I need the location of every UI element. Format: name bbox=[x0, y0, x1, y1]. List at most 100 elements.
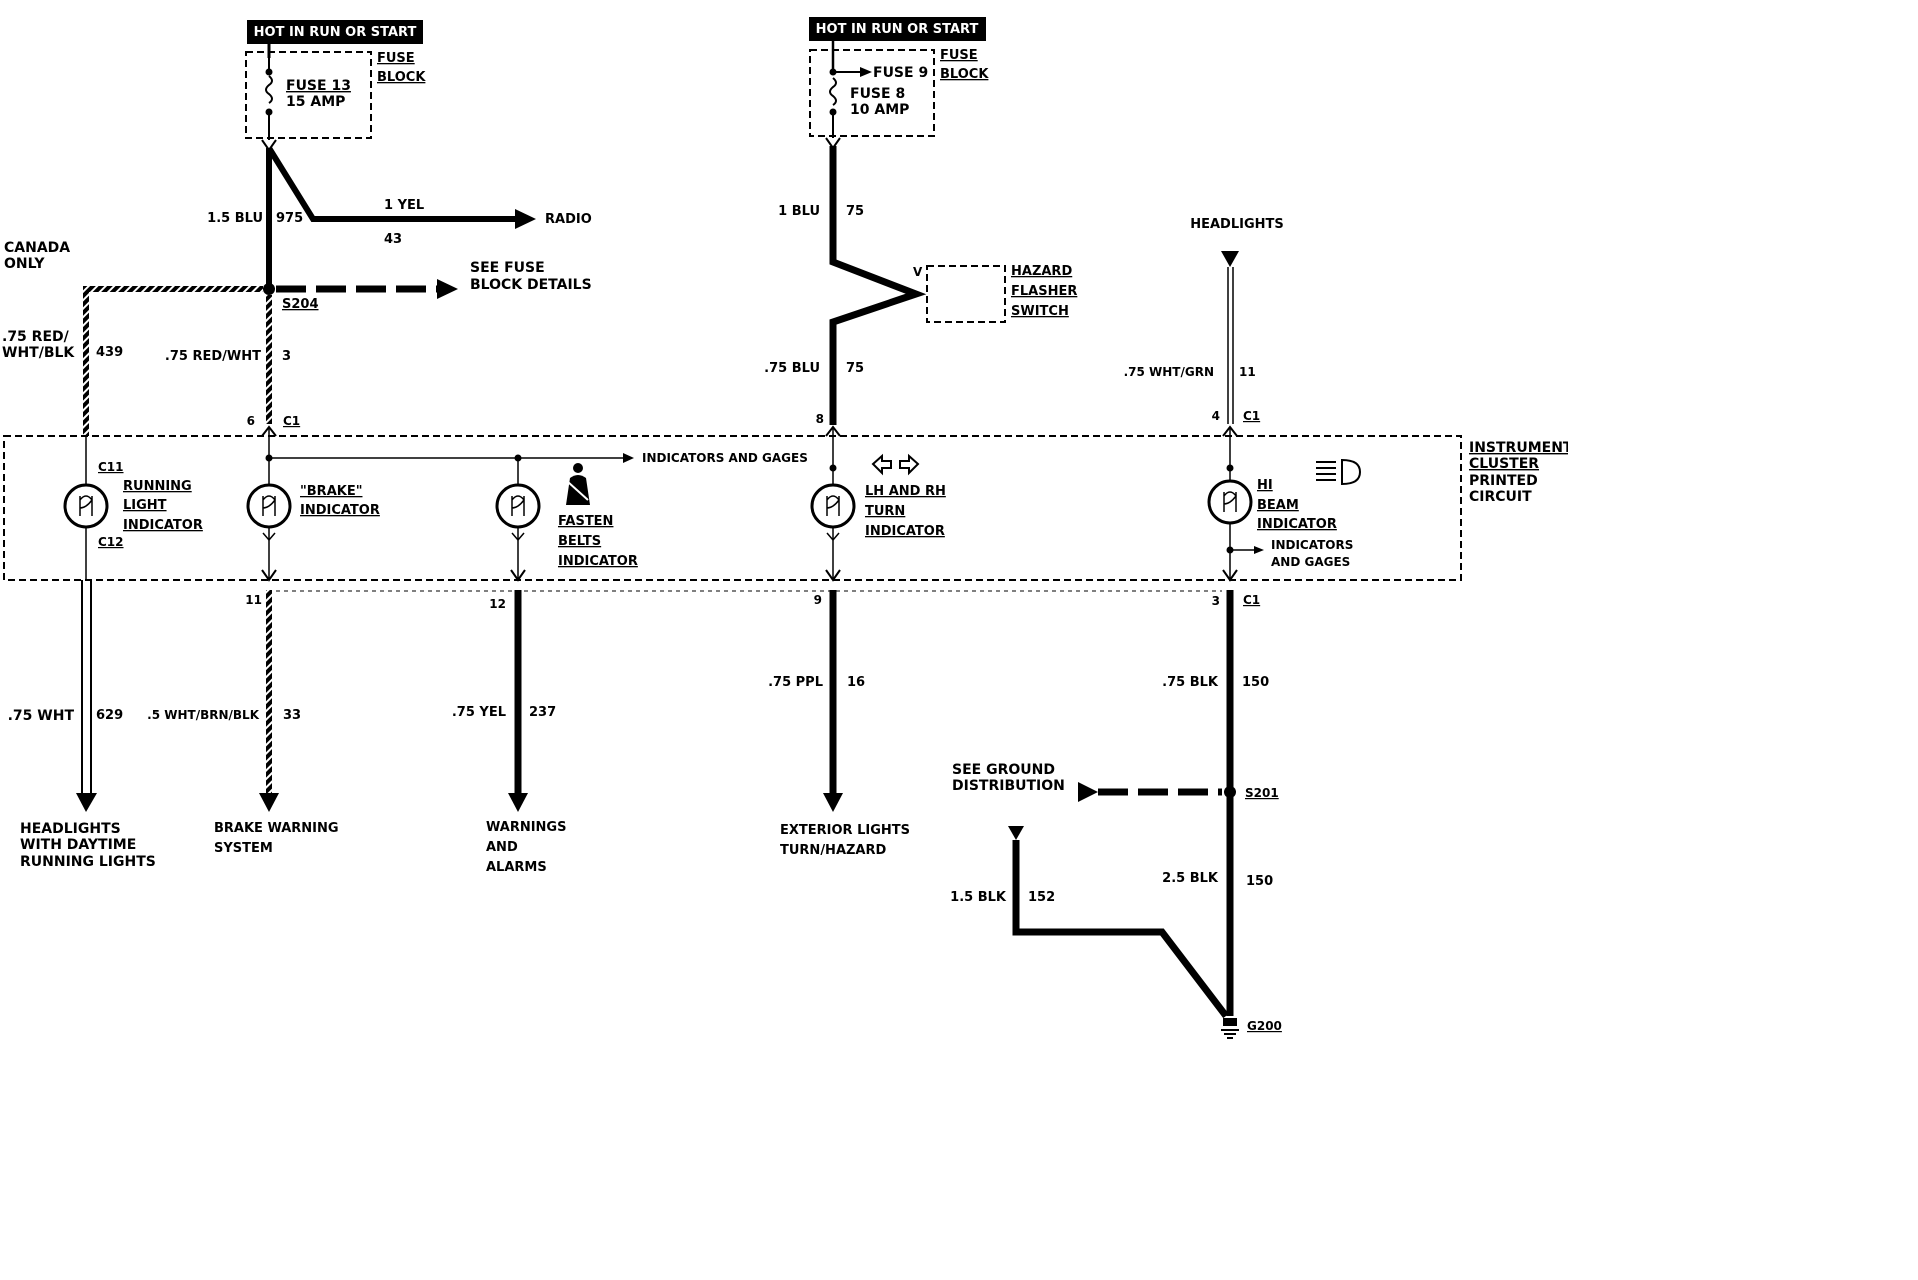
wire-33-circuit: 33 bbox=[283, 708, 301, 723]
running-light-label-3: INDICATOR bbox=[123, 518, 203, 533]
fasten-label-3: INDICATOR bbox=[558, 554, 638, 569]
cluster-title-2: CLUSTER bbox=[1469, 456, 1539, 472]
hot-in-run-label-1: HOT IN RUN OR START bbox=[254, 25, 417, 40]
hazard-flasher-box bbox=[926, 265, 1006, 323]
wire-150b-circuit: 150 bbox=[1246, 874, 1273, 889]
hot-in-run-label-2: HOT IN RUN OR START bbox=[816, 22, 979, 37]
wire-43-circuit: 43 bbox=[384, 232, 402, 247]
fuse-13-amps: 15 AMP bbox=[286, 94, 345, 110]
indicators-gages-label: INDICATORS AND GAGES bbox=[642, 451, 808, 465]
s201-label: S201 bbox=[1245, 786, 1279, 800]
see-fuse-label-1: SEE FUSE bbox=[470, 260, 545, 276]
wire-3-gauge: .75 RED/WHT bbox=[165, 349, 261, 364]
wiring-diagram: HOT IN RUN OR START FUSE 13 15 AMP FUSE … bbox=[2, 17, 1568, 1039]
hazard-pin-v: V bbox=[913, 265, 923, 279]
wire-629-circuit: 629 bbox=[96, 708, 123, 723]
fuse-9-label: FUSE 9 bbox=[873, 65, 928, 81]
see-ground-arrow-icon bbox=[1078, 782, 1098, 802]
wire-439-gauge-1: .75 RED/ bbox=[2, 329, 70, 345]
cluster-title-3: PRINTED bbox=[1469, 473, 1538, 489]
fasten-label-2: BELTS bbox=[558, 534, 601, 549]
dest-warnings-3: ALARMS bbox=[486, 860, 547, 875]
see-ground-label-1: SEE GROUND bbox=[952, 762, 1055, 778]
seat-belt-icon bbox=[566, 463, 590, 505]
c1-label-1: C1 bbox=[283, 414, 300, 428]
instrument-cluster-box bbox=[3, 435, 1462, 581]
turn-label-2: TURN bbox=[865, 504, 905, 519]
brake-label-2: INDICATOR bbox=[300, 503, 380, 518]
fuse-block-box-2 bbox=[809, 49, 935, 137]
exterior-lights-arrow-icon bbox=[823, 793, 843, 812]
dest-headlights-3: RUNNING LIGHTS bbox=[20, 854, 156, 870]
wire-16-circuit: 16 bbox=[847, 675, 865, 690]
c1-label-2: C1 bbox=[1243, 409, 1260, 423]
wire-75b-circuit: 75 bbox=[846, 361, 864, 376]
wire-75a-circuit: 75 bbox=[846, 204, 864, 219]
circuit-11-wire: HEADLIGHTS .75 WHT/GRN 11 4 C1 bbox=[1124, 217, 1284, 424]
wire-237-circuit: 237 bbox=[529, 705, 556, 720]
wire-237-gauge: .75 YEL bbox=[452, 705, 506, 720]
c11-label: C11 bbox=[98, 460, 124, 474]
pin-3-label: 3 bbox=[1212, 594, 1220, 608]
turn-indicator: LH AND RH TURN INDICATOR bbox=[810, 425, 946, 582]
canada-only-label-2: ONLY bbox=[4, 256, 45, 272]
fuse-9-arrow-icon bbox=[860, 67, 872, 77]
fuse-8-amps: 10 AMP bbox=[850, 102, 909, 118]
hi-beam-label-1: HI bbox=[1257, 478, 1273, 493]
headlights-arrow-icon bbox=[76, 793, 97, 812]
ground-in-arrow-icon bbox=[1008, 826, 1024, 840]
hi-beam-label-3: INDICATOR bbox=[1257, 517, 1337, 532]
headlights-in-arrow-icon bbox=[1221, 251, 1239, 267]
turn-label-3: INDICATOR bbox=[865, 524, 945, 539]
turn-arrows-icon bbox=[871, 453, 920, 476]
hot-in-run-banner-2 bbox=[809, 17, 986, 41]
pin-6-label: 6 bbox=[247, 414, 255, 428]
pin-11-label: 11 bbox=[245, 593, 262, 607]
running-light-label-2: LIGHT bbox=[123, 498, 167, 513]
c12-label: C12 bbox=[98, 535, 124, 549]
fuse-block-label-1a: FUSE bbox=[377, 51, 415, 66]
wire-16-gauge: .75 PPL bbox=[768, 675, 823, 690]
canada-only-label-1: CANADA bbox=[4, 240, 70, 256]
power-source-2: HOT IN RUN OR START FUSE 9 FUSE 8 10 AMP… bbox=[809, 17, 989, 138]
wire-75a-gauge: 1 BLU bbox=[778, 204, 820, 219]
warnings-arrow-icon bbox=[508, 793, 528, 812]
pin-12-label: 12 bbox=[489, 597, 506, 611]
headlamp-icon bbox=[1316, 458, 1362, 486]
hi-beam-indicator: HI BEAM INDICATOR INDICATORS AND GAGES bbox=[1207, 425, 1362, 582]
hi-beam-gages-1: INDICATORS bbox=[1271, 538, 1353, 552]
dest-brake-2: SYSTEM bbox=[214, 841, 273, 856]
radio-arrow-icon bbox=[515, 209, 536, 229]
hi-beam-gages-2: AND GAGES bbox=[1271, 555, 1350, 569]
turn-label-1: LH AND RH bbox=[865, 484, 946, 499]
wire-150a-circuit: 150 bbox=[1242, 675, 1269, 690]
wire-11-circuit: 11 bbox=[1239, 365, 1256, 379]
wire-150b-gauge: 2.5 BLK bbox=[1162, 871, 1219, 886]
hazard-flasher-switch: V HAZARD FLASHER SWITCH bbox=[913, 264, 1077, 323]
pin-4-label: 4 bbox=[1212, 409, 1220, 423]
see-ground-label-2: DISTRIBUTION bbox=[952, 778, 1065, 794]
dest-exterior-1: EXTERIOR LIGHTS bbox=[780, 823, 910, 838]
pin-9-label: 9 bbox=[814, 593, 822, 607]
s204-label: S204 bbox=[282, 297, 319, 312]
instrument-cluster: INSTRUMENT CLUSTER PRINTED CIRCUIT INDIC… bbox=[3, 425, 1568, 582]
circuit-43-radio-wire: 1 YEL 43 RADIO bbox=[266, 146, 592, 247]
fasten-belts-indicator: FASTEN BELTS INDICATOR bbox=[495, 458, 638, 582]
fuse-8-icon bbox=[829, 77, 837, 106]
circuit-16-wire: 9 .75 PPL 16 EXTERIOR LIGHTS TURN/HAZARD bbox=[768, 590, 910, 858]
circuit-152-wire: 1.5 BLK 152 bbox=[950, 826, 1229, 1019]
fuse-block-label-1b: BLOCK bbox=[377, 70, 426, 85]
hazard-label-1: HAZARD bbox=[1011, 264, 1072, 279]
brake-indicator: "BRAKE" INDICATOR bbox=[246, 425, 380, 582]
g200-label: G200 bbox=[1247, 1019, 1282, 1033]
running-light-label-1: RUNNING bbox=[123, 479, 192, 494]
splice-s204: S204 SEE FUSE BLOCK DETAILS bbox=[263, 260, 592, 312]
running-light-indicator: C11 C12 RUNNING LIGHT INDICATOR bbox=[63, 436, 203, 580]
wire-43-gauge: 1 YEL bbox=[384, 198, 424, 213]
circuit-629-wire: .75 WHT 629 HEADLIGHTS WITH DAYTIME RUNN… bbox=[8, 580, 156, 870]
fuse-block-box-1 bbox=[245, 51, 372, 139]
fuse-8-label: FUSE 8 bbox=[850, 86, 905, 102]
circuit-33-wire: 11 .5 WHT/BRN/BLK 33 BRAKE WARNING SYSTE… bbox=[147, 590, 339, 856]
dest-warnings-2: AND bbox=[486, 840, 518, 855]
pin-8-label: 8 bbox=[816, 412, 824, 426]
